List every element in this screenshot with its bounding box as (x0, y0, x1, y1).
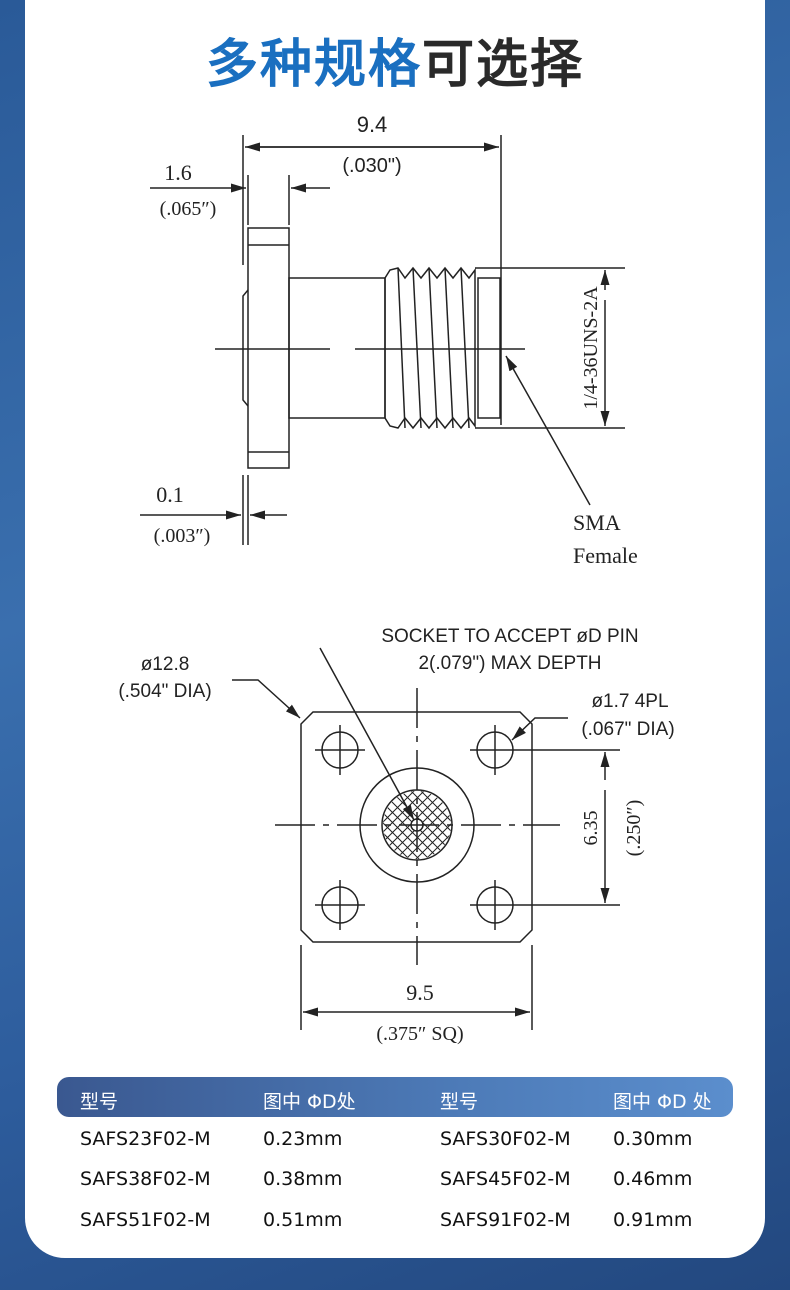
technical-drawing: 9.4 (.030") 1.6 (.065″) 1/4-36UNS-2A SMA… (118, 112, 674, 1045)
diameter-cell: 0.30mm (613, 1128, 693, 1150)
title-rest: 可选择 (422, 35, 585, 95)
square-label: 9.5 (406, 980, 434, 1005)
header-diameter: 图中 ΦD 处 (613, 1091, 712, 1113)
title-accent: 多种规格 (205, 35, 422, 95)
model-cell: SAFS23F02-M (80, 1128, 211, 1150)
flange-thickness-inch-label: (.065″) (160, 198, 217, 220)
flange-dia-label: ø12.8 (141, 654, 190, 675)
table-header (57, 1077, 733, 1117)
connector-gender-label: Female (573, 543, 638, 568)
header-diameter: 图中 ΦD处 (263, 1091, 356, 1113)
model-cell: SAFS30F02-M (440, 1128, 571, 1150)
side-view: 9.4 (.030") 1.6 (.065″) 1/4-36UNS-2A SMA… (140, 112, 638, 568)
thread-label: 1/4-36UNS-2A (580, 286, 602, 410)
diameter-cell: 0.91mm (613, 1209, 693, 1231)
socket-depth-label: 2(.079") MAX DEPTH (418, 653, 601, 674)
model-cell: SAFS91F02-M (440, 1209, 571, 1231)
content-card (25, 0, 765, 1258)
diameter-cell: 0.46mm (613, 1168, 693, 1190)
hole-dia-inch-label: (.067" DIA) (581, 719, 674, 740)
flange-dia-inch-label: (.504" DIA) (118, 681, 211, 702)
model-cell: SAFS38F02-M (80, 1168, 211, 1190)
gap-label: 0.1 (156, 482, 184, 507)
header-model: 型号 (440, 1091, 479, 1113)
mount-hole (315, 725, 365, 775)
mount-hole (315, 880, 365, 930)
hole-spacing-inch-label: (.250″) (623, 800, 645, 857)
gap-inch-label: (.003″) (154, 525, 211, 547)
flange-thickness-label: 1.6 (164, 160, 192, 185)
length-label: 9.4 (357, 112, 388, 137)
connector-type-label: SMA (573, 510, 621, 535)
hole-dia-label: ø1.7 4PL (591, 691, 668, 712)
header-model: 型号 (80, 1091, 119, 1113)
model-cell: SAFS45F02-M (440, 1168, 571, 1190)
square-inch-label: (.375″ SQ) (376, 1023, 463, 1045)
length-inch-label: (.030") (342, 155, 401, 177)
front-view: 6.35 (.250″) 9.5 (.375″ SQ) ø12.8 (.504"… (118, 626, 674, 1045)
page-title: 多种规格可选择 (0, 22, 790, 97)
diameter-cell: 0.23mm (263, 1128, 343, 1150)
hole-spacing-label: 6.35 (580, 811, 602, 846)
diameter-cell: 0.38mm (263, 1168, 343, 1190)
mount-hole (470, 725, 520, 775)
socket-label: SOCKET TO ACCEPT øD PIN (381, 626, 638, 647)
mount-hole (470, 880, 520, 930)
model-cell: SAFS51F02-M (80, 1209, 211, 1231)
diameter-cell: 0.51mm (263, 1209, 343, 1231)
